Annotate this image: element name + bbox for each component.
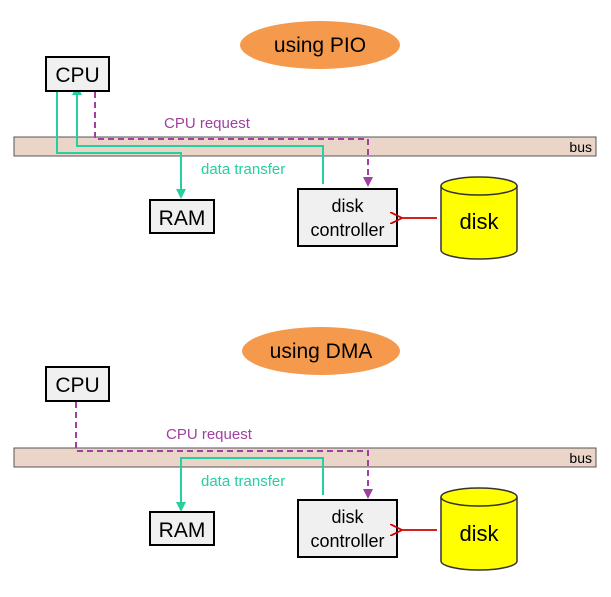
dma-controller-line1: disk — [331, 507, 364, 527]
pio-controller-line1: disk — [331, 196, 364, 216]
pio-data-transfer-to-ram — [56, 92, 186, 199]
pio-ram-label: RAM — [159, 207, 206, 230]
pio-cpu-request-line — [94, 92, 373, 187]
pio-disk-controller-box: disk controller — [297, 188, 398, 247]
dma-controller-line2: controller — [310, 531, 384, 551]
dma-title: using DMA — [270, 340, 373, 363]
pio-ram-box: RAM — [149, 199, 215, 234]
dma-cpu-request-line — [75, 402, 373, 499]
dma-request-label: CPU request — [166, 426, 253, 443]
dma-title-oval: using DMA — [242, 327, 400, 375]
dma-disk-controller-box: disk controller — [297, 499, 398, 558]
dma-cpu-box: CPU — [45, 366, 110, 402]
dma-section: using DMA bus CPU request data transfer … — [13, 327, 597, 571]
dma-ram-box: RAM — [149, 511, 215, 546]
pio-disk-cylinder: disk — [440, 176, 518, 260]
pio-controller-line2: controller — [310, 220, 384, 240]
dma-cpu-label: CPU — [55, 374, 99, 397]
dma-ram-label: RAM — [159, 519, 206, 542]
dma-disk-label: disk — [459, 521, 499, 546]
dma-data-transfer-to-ram — [176, 457, 324, 512]
pio-request-label: CPU request — [164, 115, 251, 132]
pio-disk-label: disk — [459, 209, 499, 234]
pio-title: using PIO — [274, 34, 366, 57]
dma-bus-label: bus — [569, 450, 592, 466]
pio-title-oval: using PIO — [240, 21, 400, 69]
pio-data-transfer-to-cpu — [72, 85, 324, 184]
dma-disk-cylinder: disk — [440, 487, 518, 571]
pio-bus-label: bus — [569, 139, 592, 155]
dma-transfer-label: data transfer — [201, 473, 285, 490]
pio-cpu-box: CPU — [45, 56, 110, 92]
pio-transfer-label: data transfer — [201, 161, 285, 178]
pio-section: using PIO bus CPU request data transfer … — [13, 21, 597, 260]
pio-cpu-label: CPU — [55, 64, 99, 87]
